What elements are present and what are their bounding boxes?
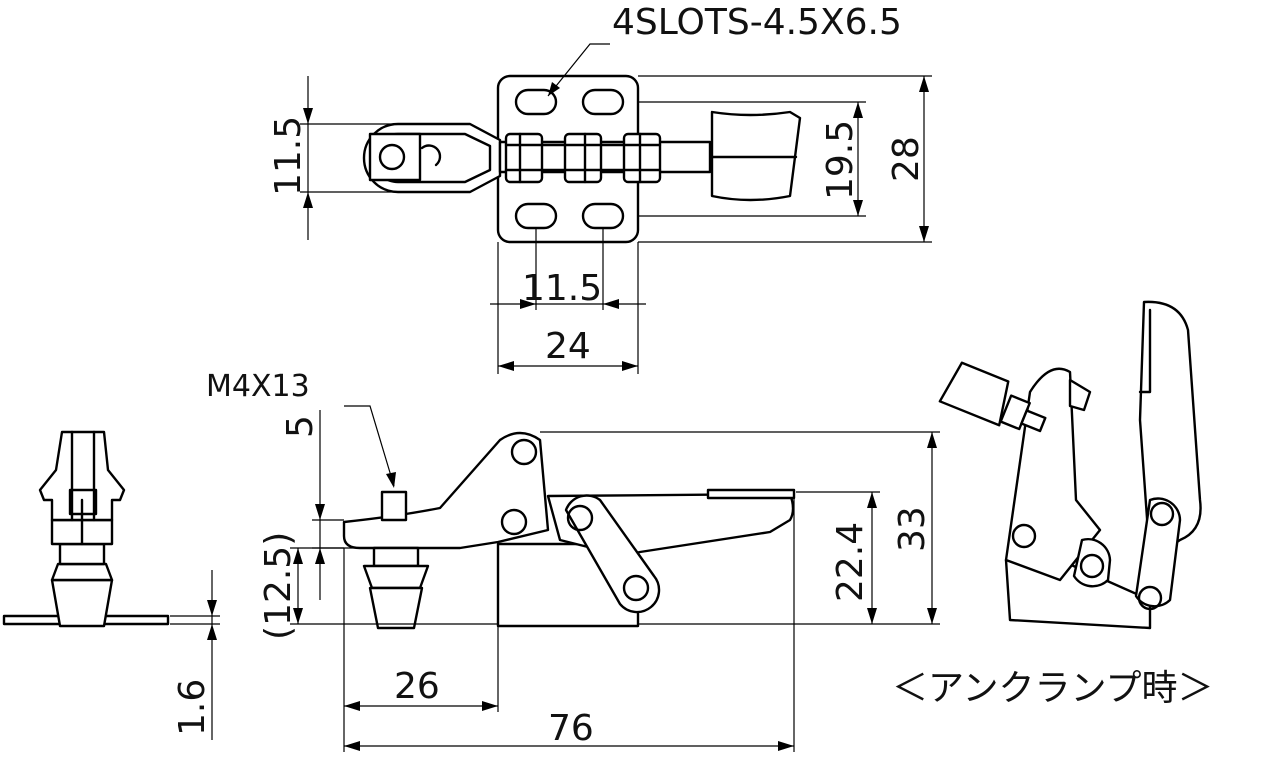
- plate-thickness-label: 1.6: [172, 679, 213, 736]
- slots-label: 4SLOTS-4.5X6.5: [612, 2, 902, 43]
- total-height-label: 33: [892, 506, 933, 552]
- screw-projection-label: 5: [280, 415, 321, 438]
- mounting-slots: [514, 88, 625, 230]
- side-view: M4X13 5 (12.5) 22.4 33: [206, 369, 940, 752]
- spindle-screw: [380, 490, 408, 522]
- spindle-offset-label: 26: [394, 666, 440, 707]
- base-height-label: 28: [886, 136, 927, 182]
- clamp-arm-top: [362, 122, 712, 194]
- handle-up: [1138, 300, 1202, 562]
- top-view: 4SLOTS-4.5X6.5 11.5 19.5 28 11.5: [268, 2, 932, 374]
- end-view: 1.6: [2, 430, 220, 740]
- slot-pitch-v-label: 19.5: [820, 120, 861, 200]
- screw-label: M4X13: [206, 369, 310, 404]
- clamp-arm-side: [342, 431, 550, 550]
- spindle-tilted: [938, 361, 1010, 427]
- base-width-label: 24: [545, 326, 591, 367]
- unclamped-view: ＜アンクランプ時＞: [892, 300, 1213, 709]
- total-length-label: 76: [548, 708, 594, 749]
- bar-height-label: 22.4: [830, 522, 871, 602]
- unclamped-caption: ＜アンクランプ時＞: [892, 668, 1213, 709]
- spindle-height-label: (12.5): [258, 532, 299, 640]
- slot-pitch-w-label: 11.5: [522, 268, 602, 309]
- slot-pitch-h-label: 11.5: [268, 116, 309, 196]
